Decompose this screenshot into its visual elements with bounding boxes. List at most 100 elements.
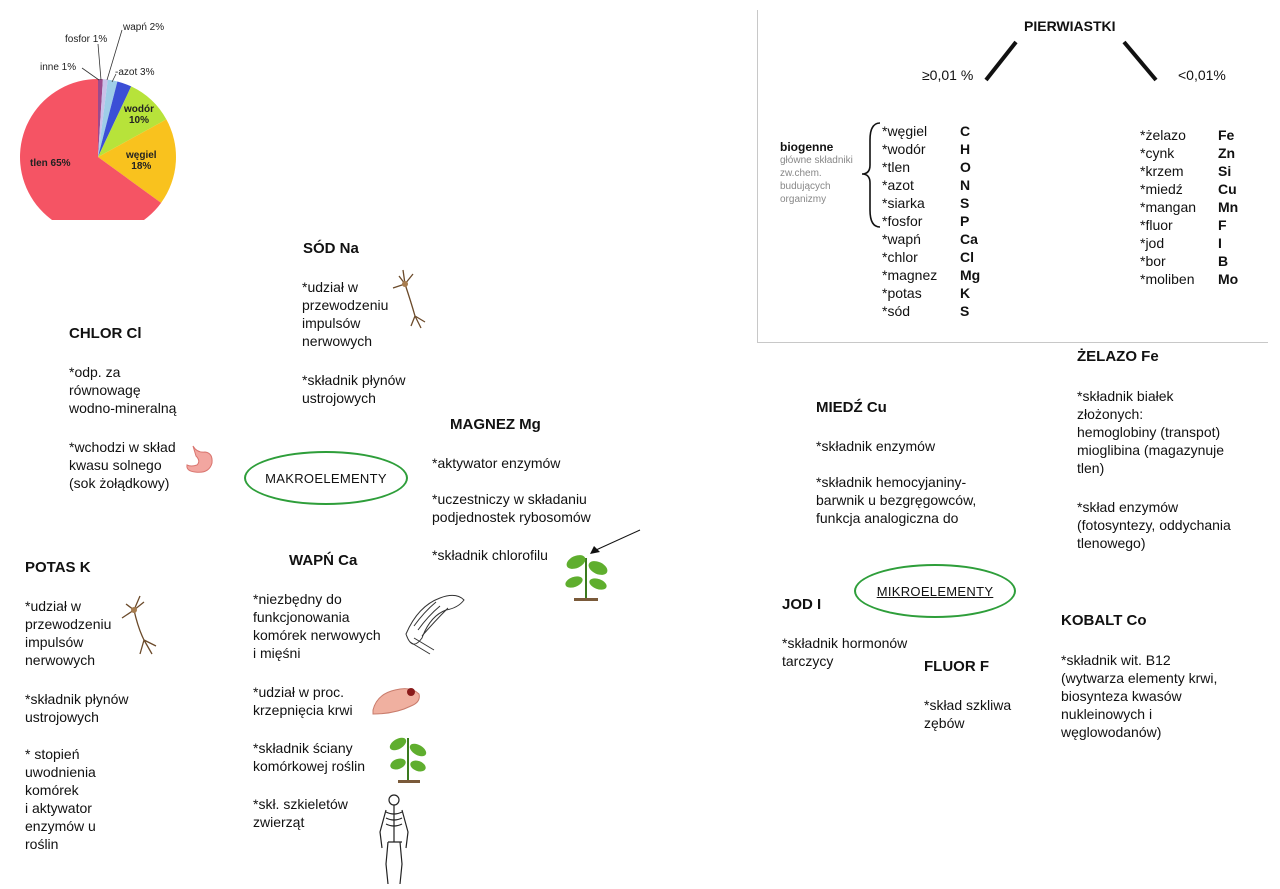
macro-element-symbol: Ca: [960, 231, 978, 247]
mikroelementy-ellipse: MIKROELEMENTY: [854, 564, 1016, 618]
panel-title: PIERWIASTKI: [1024, 18, 1116, 34]
wapn-point-2: *udział w proc. krzepnięcia krwi: [253, 684, 353, 718]
branch-label-macro: ≥0,01 %: [922, 67, 974, 83]
stomach-icon: [186, 445, 213, 473]
macro-element-name: *azot: [882, 177, 914, 193]
pie-slice-azot: [98, 81, 132, 157]
macro-element-symbol: C: [960, 123, 971, 139]
neuron-icon: [392, 269, 426, 329]
kobalt-title: KOBALT Co: [1061, 612, 1147, 629]
macro-element-row: *sód S: [882, 302, 980, 320]
macro-element-row: *węgiel C: [882, 122, 980, 140]
macro-element-symbol: P: [960, 213, 970, 229]
macro-element-name: *chlor: [882, 249, 918, 265]
macro-element-symbol: K: [960, 285, 971, 301]
macro-element-symbol: O: [960, 159, 971, 175]
pie-label-wodor: wodór 10%: [124, 104, 154, 126]
magnez-point-3: *składnik chlorofilu: [432, 547, 548, 563]
jod-title: JOD I: [782, 596, 822, 613]
micro-element-row: *żelazo Fe: [1140, 126, 1238, 144]
pie-label-fosfor: fosfor 1%: [65, 34, 108, 45]
macro-element-name: *węgiel: [882, 123, 928, 139]
micro-element-symbol: Fe: [1218, 127, 1235, 143]
pie-slice-inne: [98, 79, 103, 157]
macro-element-symbol: N: [960, 177, 971, 193]
micro-element-row: *bor B: [1140, 252, 1238, 270]
macro-element-row: *fosfor P: [882, 212, 980, 230]
macro-element-row: *wodór H: [882, 140, 980, 158]
macro-element-symbol: S: [960, 195, 970, 211]
micro-element-name: *cynk: [1140, 145, 1175, 161]
potas-point-1: *udział w przewodzeniu impulsów nerwowyc…: [25, 598, 112, 668]
micro-element-symbol: Mo: [1218, 271, 1239, 287]
zelazo-point-1: *składnik białek złożonych: hemoglobiny …: [1077, 388, 1225, 476]
micro-element-name: *jod: [1140, 235, 1165, 251]
potas-point-2: *składnik płynów ustrojowych: [25, 691, 129, 725]
micro-element-row: *cynk Zn: [1140, 144, 1238, 162]
miedz-point-2: *składnik hemocyjaniny- barwnik u bezgrę…: [816, 474, 977, 526]
macro-element-name: *wodór: [882, 141, 926, 157]
macro-element-name: *wapń: [882, 231, 921, 247]
branch-lines: [984, 40, 1158, 82]
pie-label-wegiel: węgiel 18%: [126, 150, 157, 172]
macro-element-symbol: Mg: [960, 267, 981, 283]
plant-icon: [565, 529, 641, 601]
micro-element-name: *miedź: [1140, 181, 1183, 197]
micro-element-row: *mangan Mn: [1140, 198, 1238, 216]
pie-label-wapn: wapń 2%: [123, 22, 165, 33]
micro-element-symbol: Cu: [1218, 181, 1237, 197]
macro-element-symbol: S: [960, 303, 970, 319]
micro-element-symbol: F: [1218, 217, 1227, 233]
branch-label-micro: <0,01%: [1178, 67, 1226, 83]
pie-leader-lines: [81, 29, 123, 83]
sod-point-2: *składnik płynów ustrojowych: [302, 372, 406, 406]
neuron-icon-2: [121, 595, 157, 655]
wapn-title: WAPŃ Ca: [289, 552, 358, 569]
fluor-title: FLUOR F: [924, 658, 989, 675]
zelazo-title: ŻELAZO Fe: [1077, 348, 1159, 365]
biogenne-title: biogenne: [780, 140, 834, 154]
skeleton-icon: [379, 794, 409, 885]
micro-element-name: *mangan: [1140, 199, 1197, 215]
macro-element-symbol: Cl: [960, 249, 974, 265]
wapn-point-1: *niezbędny do funkcjonowania komórek ner…: [253, 591, 381, 661]
micro-element-symbol: B: [1218, 253, 1229, 269]
wapn-point-3: *składnik ściany komórkowej roślin: [253, 740, 366, 774]
macro-element-name: *potas: [882, 285, 922, 301]
biogenne-brace: [861, 122, 881, 228]
jod-point-1: *składnik hormonów tarczycy: [782, 635, 908, 669]
pie-slice-wapn: [98, 79, 118, 157]
pie-slice-wodor: [98, 86, 167, 157]
micro-element-symbol: Mn: [1218, 199, 1239, 215]
macro-element-name: *magnez: [882, 267, 938, 283]
miedz-point-1: *składnik enzymów: [816, 438, 936, 454]
chlor-title: CHLOR Cl: [69, 325, 142, 342]
zelazo-point-2: *skład enzymów (fotosyntezy, oddychania …: [1077, 499, 1231, 551]
micro-element-symbol: Zn: [1218, 145, 1236, 161]
macro-element-name: *fosfor: [882, 213, 923, 229]
micro-element-symbol: Si: [1218, 163, 1232, 179]
elements-classification-panel: [757, 10, 1268, 343]
micro-element-name: *fluor: [1140, 217, 1173, 233]
macro-element-name: *sód: [882, 303, 911, 319]
sod-point-1: *udział w przewodzeniu impulsów nerwowyc…: [302, 279, 389, 349]
macro-element-row: *chlor Cl: [882, 248, 980, 266]
muscle-arm-icon: [405, 594, 465, 655]
micro-element-name: *bor: [1140, 253, 1166, 269]
macro-element-row: *magnez Mg: [882, 266, 980, 284]
potas-title: POTAS K: [25, 559, 91, 576]
pie-slice-tlen: [20, 79, 162, 220]
magnez-point-2: *uczestniczy w składaniu podjednostek ry…: [432, 491, 591, 525]
sod-title: SÓD Na: [303, 240, 359, 257]
micro-element-name: *żelazo: [1140, 127, 1186, 143]
macro-element-symbol: H: [960, 141, 971, 157]
magnez-title: MAGNEZ Mg: [450, 416, 541, 433]
finger-blood-icon: [372, 688, 420, 715]
macro-element-name: *tlen: [882, 159, 911, 175]
micro-element-row: *miedź Cu: [1140, 180, 1238, 198]
